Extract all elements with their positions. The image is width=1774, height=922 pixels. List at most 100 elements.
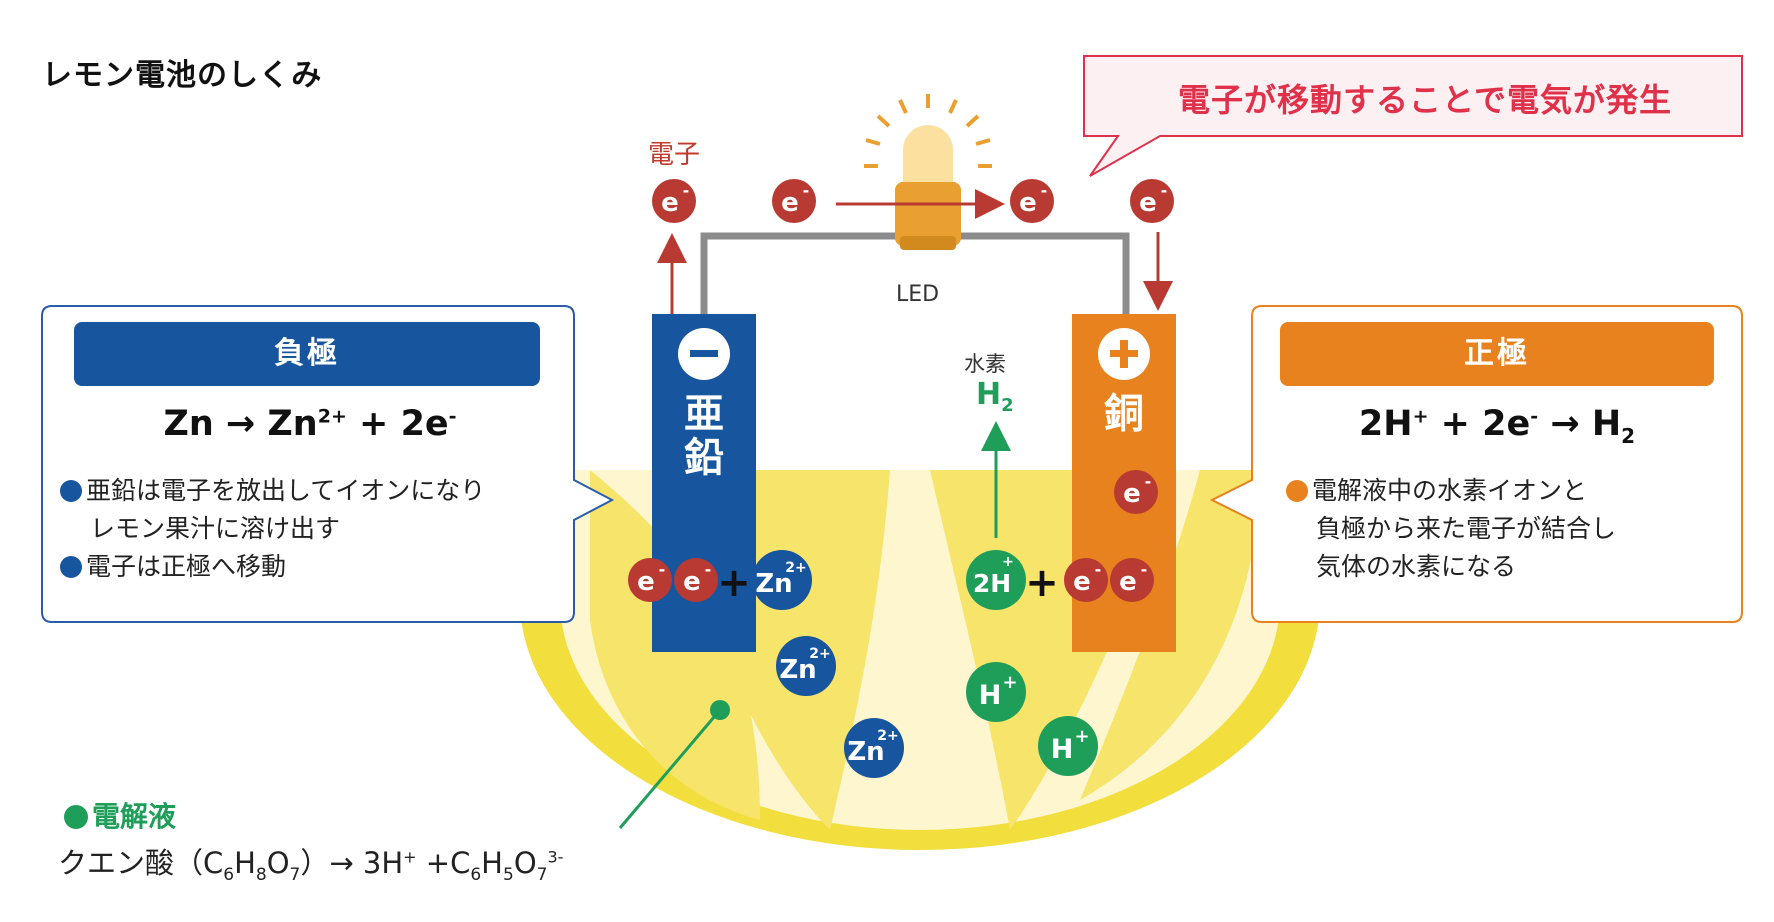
electrolyte-pointer-dot xyxy=(710,700,730,720)
hydrogen-formula-sub: 2 xyxy=(1001,395,1014,416)
positive-note-1-text: 電解液中の水素イオンと xyxy=(1312,476,1588,505)
bullet-dot xyxy=(1286,480,1308,502)
pos-eq-b: + 2e xyxy=(1428,404,1531,444)
zinc-ion-symbol: Zn xyxy=(779,655,816,685)
eq-part: H xyxy=(481,846,503,880)
hydrogen-ion-icon xyxy=(966,550,1026,610)
eq-part: H xyxy=(234,846,256,880)
negative-note-3: 電子は正極へ移動 xyxy=(60,548,485,586)
positive-note-2: 負極から来た電子が結合し xyxy=(1316,514,1617,543)
neg-eq-a-sup: 2+ xyxy=(317,405,347,428)
positive-note-3: 気体の水素になる xyxy=(1316,552,1517,581)
bullet-dot xyxy=(60,556,82,578)
eq-part: +C xyxy=(416,846,471,880)
pos-eq-b-sup: - xyxy=(1530,405,1539,428)
hydrogen-ion-charge: + xyxy=(1074,726,1089,747)
hydrogen-ion-icon xyxy=(966,662,1026,722)
electron-symbol: e xyxy=(1019,188,1037,218)
electron-charge: - xyxy=(659,560,666,579)
electron-charge: - xyxy=(1041,181,1048,200)
eq-sub: 6 xyxy=(223,864,235,885)
electron-charge: - xyxy=(1161,181,1168,200)
copper-label: 銅 xyxy=(1072,392,1176,436)
bullet-dot xyxy=(64,805,88,829)
zinc-ion-symbol: Zn xyxy=(847,737,884,767)
eq-part: ）→ 3H xyxy=(300,846,404,880)
electron-charge: - xyxy=(1145,472,1152,491)
neg-eq-b-sup: - xyxy=(448,405,457,428)
copper-char: 銅 xyxy=(1104,391,1144,437)
hydrogen-ion-icon xyxy=(1038,716,1098,776)
plus-sign-v xyxy=(1120,340,1128,368)
electron-symbol: e xyxy=(1119,567,1137,597)
electron-charge: - xyxy=(803,181,810,200)
zinc-ion-charge: 2+ xyxy=(809,646,830,662)
minus-sign xyxy=(690,350,718,357)
pos-eq-a: 2H xyxy=(1358,404,1413,444)
electron-icon xyxy=(628,558,672,602)
electron-charge: - xyxy=(683,181,690,200)
hydrogen-ion-symbol: H xyxy=(979,680,1002,711)
positive-equation: 2H+ + 2e- → H2 xyxy=(1260,404,1734,448)
positive-heading: 正極 xyxy=(1280,322,1714,386)
zinc-ion-charge: 2+ xyxy=(785,560,806,576)
pos-eq-a-sup: + xyxy=(1412,405,1429,428)
lemon-half xyxy=(520,470,1320,850)
positive-note-1: 電解液中の水素イオンと xyxy=(1286,472,1616,510)
eq-sub: 7 xyxy=(289,864,301,885)
zinc-ion-symbol: Zn xyxy=(755,569,792,599)
hydrogen-ion-symbol: 2H xyxy=(973,569,1011,598)
electron-symbol: e xyxy=(661,188,679,218)
negative-notes: 亜鉛は電子を放出してイオンになり レモン果汁に溶け出す 電子は正極へ移動 xyxy=(60,472,485,586)
zinc-ion-icon xyxy=(776,636,836,696)
electron-symbol: e xyxy=(683,567,701,597)
negative-equation: Zn → Zn2+ + 2e- xyxy=(60,404,560,444)
negative-note-1: 亜鉛は電子を放出してイオンになり xyxy=(60,472,485,510)
plus-operator: + xyxy=(1025,560,1059,606)
electron-icon xyxy=(1114,470,1158,514)
eq-sub: 5 xyxy=(502,864,514,885)
electron-symbol: e xyxy=(781,188,799,218)
circuit-wire xyxy=(700,232,1130,318)
callout-box xyxy=(1083,55,1743,177)
zinc-ion-icon xyxy=(844,718,904,778)
callout-text: 電子が移動することで電気が発生 xyxy=(1177,81,1673,119)
negative-note-2: レモン果汁に溶け出す xyxy=(90,514,341,543)
electrolyte-equation: クエン酸（C6H8O7）→ 3H+ +C6H5O73- xyxy=(58,840,563,885)
hydrogen-ion-symbol: H xyxy=(1051,734,1074,765)
negative-note-3-text: 電子は正極へ移動 xyxy=(86,552,287,581)
hydrogen-formula-h: H xyxy=(976,377,1002,412)
electron-icon xyxy=(772,179,816,223)
eq-sup: 3- xyxy=(547,847,564,867)
electron-icon xyxy=(1110,558,1154,602)
electron-symbol: e xyxy=(1139,188,1157,218)
electrolyte-pointer-line xyxy=(618,709,722,829)
eq-sup: + xyxy=(403,847,417,867)
electron-icon xyxy=(674,558,718,602)
electron-symbol: e xyxy=(1073,567,1091,597)
pos-eq-c-sub: 2 xyxy=(1621,424,1636,448)
electron-icon xyxy=(1064,558,1108,602)
zinc-char-2: 鉛 xyxy=(684,435,724,481)
led-label: LED xyxy=(896,282,940,307)
plus-operator: + xyxy=(717,560,751,606)
electron-symbol: e xyxy=(1123,479,1141,509)
neg-eq-b: + 2e xyxy=(346,404,449,444)
hydrogen-formula: H2 xyxy=(976,377,1014,416)
negative-heading: 負極 xyxy=(74,322,540,386)
page-title: レモン電池のしくみ xyxy=(42,58,323,93)
electron-charge: - xyxy=(1095,560,1102,579)
neg-eq-a: Zn → Zn xyxy=(163,404,318,444)
electron-icon xyxy=(1010,179,1054,223)
electron-charge: - xyxy=(1141,560,1148,579)
zinc-char-1: 亜 xyxy=(684,391,724,437)
eq-sub: 8 xyxy=(255,864,267,885)
electrolyte-title-text: 電解液 xyxy=(92,800,177,833)
electron-icon xyxy=(652,179,696,223)
electrolyte-title: 電解液 xyxy=(64,795,176,835)
led-bulb-icon xyxy=(864,94,992,250)
zinc-label: 亜 鉛 xyxy=(652,392,756,480)
electron-charge: - xyxy=(705,560,712,579)
eq-sub: 7 xyxy=(536,864,548,885)
eq-sub: 6 xyxy=(470,864,482,885)
